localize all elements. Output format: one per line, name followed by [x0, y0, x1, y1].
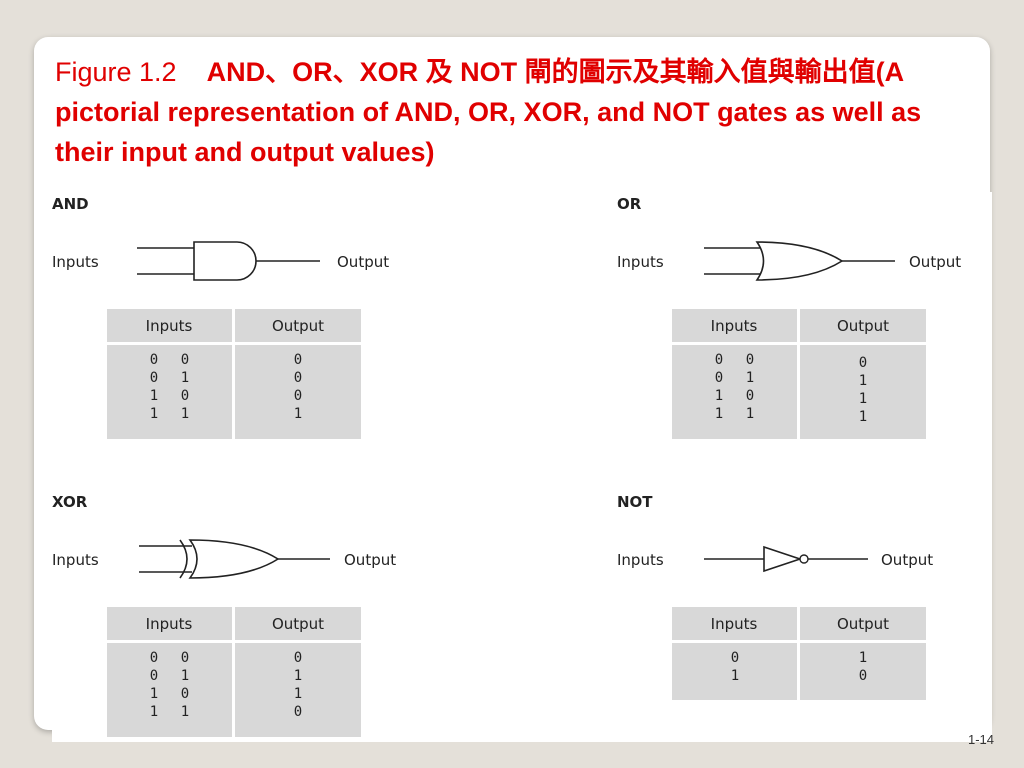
and-gate-symbol [193, 241, 257, 281]
title-chinese: AND、OR、XOR 及 NOT 閘的圖示及其輸入值與輸出值 [206, 57, 876, 87]
and-row3-out: 0 [294, 388, 302, 404]
or-row3-in-a: 1 [715, 388, 723, 404]
and-gate-name: AND [52, 195, 89, 213]
or-row1-in-b: 0 [746, 352, 754, 368]
or-gate-section: OR Inputs Output Inputs Output 0 0 0 0 1… [617, 195, 961, 439]
or-row1-in-a: 0 [715, 352, 723, 368]
and-row2-in-b: 1 [181, 370, 189, 386]
and-row2-in-a: 0 [150, 370, 158, 386]
xor-row2-in-a: 0 [150, 668, 158, 684]
not-inversion-bubble [799, 554, 809, 564]
and-row3-in-a: 1 [150, 388, 158, 404]
or-table-header-output [800, 309, 926, 342]
gate-diagram-svg: AND Inputs Output Inputs Output 0 0 0 0 … [52, 195, 961, 737]
and-row4-in-b: 1 [181, 406, 189, 422]
or-row4-out: 1 [859, 409, 867, 425]
xor-table-inputs-cell [107, 643, 232, 737]
or-gate-name: OR [617, 195, 642, 213]
and-table-rows: 0 0 0 0 1 0 1 0 0 1 1 1 [150, 352, 302, 422]
and-row4-in-a: 1 [150, 406, 158, 422]
xor-table-output-cell [235, 643, 361, 737]
or-row3-in-b: 0 [746, 388, 754, 404]
and-table-inputs-cell [107, 345, 232, 439]
xor-row1-out: 0 [294, 650, 302, 666]
xor-row1-in-b: 0 [181, 650, 189, 666]
or-table-rows: 0 0 0 0 1 1 1 0 1 1 1 1 [715, 352, 867, 425]
and-gate-section: AND Inputs Output Inputs Output 0 0 0 0 … [52, 195, 389, 439]
xor-extra-arc [179, 539, 188, 579]
and-row1-in-a: 0 [150, 352, 158, 368]
and-row1-out: 0 [294, 352, 302, 368]
not-row2-out: 0 [859, 668, 867, 684]
not-gate-name: NOT [617, 493, 653, 511]
or-output-label: Output [909, 253, 961, 271]
and-row1-in-b: 0 [181, 352, 189, 368]
and-row4-out: 1 [294, 406, 302, 422]
not-gate-section: NOT Inputs Output Inputs Output 0 1 1 0 [617, 493, 933, 700]
or-gate-symbol [755, 241, 844, 281]
title-english: (A pictorial representation of AND, OR, … [55, 57, 922, 167]
or-table-header-inputs [672, 309, 797, 342]
or-table-output-heading: Output [837, 317, 889, 335]
or-row3-out: 1 [859, 391, 867, 407]
or-inputs-label: Inputs [617, 253, 664, 271]
not-table-header-output [800, 607, 926, 640]
or-row2-in-b: 1 [746, 370, 754, 386]
title-figure-number: Figure 1.2 [55, 57, 177, 87]
not-output-label: Output [881, 551, 933, 569]
gate-figure: AND Inputs Output Inputs Output 0 0 0 0 … [52, 192, 992, 742]
not-table-inputs-cell [672, 643, 797, 700]
or-table-output-cell [800, 345, 926, 439]
or-row4-in-b: 1 [746, 406, 754, 422]
xor-table-inputs-heading: Inputs [146, 615, 193, 633]
not-table-inputs-heading: Inputs [711, 615, 758, 633]
and-row2-out: 0 [294, 370, 302, 386]
xor-row3-in-b: 0 [181, 686, 189, 702]
page-number: 1-14 [968, 732, 995, 747]
xor-table-header-output [235, 607, 361, 640]
or-row2-in-a: 0 [715, 370, 723, 386]
or-row2-out: 1 [859, 373, 867, 389]
and-table-output-heading: Output [272, 317, 324, 335]
xor-row4-in-b: 1 [181, 704, 189, 720]
or-table-inputs-cell [672, 345, 797, 439]
or-row1-out: 0 [859, 355, 867, 371]
not-gate-symbol [763, 545, 803, 573]
and-table-inputs-heading: Inputs [146, 317, 193, 335]
and-inputs-label: Inputs [52, 253, 99, 271]
xor-table-header-inputs [107, 607, 232, 640]
and-table-header-output [235, 309, 361, 342]
xor-row3-in-a: 1 [150, 686, 158, 702]
or-row4-in-a: 1 [715, 406, 723, 422]
not-table-output-heading: Output [837, 615, 889, 633]
not-row1-out: 1 [859, 650, 867, 666]
xor-row3-out: 1 [294, 686, 302, 702]
not-table-rows: 0 1 1 0 [731, 650, 867, 684]
xor-table-output-heading: Output [272, 615, 324, 633]
or-table-inputs-heading: Inputs [711, 317, 758, 335]
xor-gate-name: XOR [52, 493, 88, 511]
xor-output-label: Output [344, 551, 396, 569]
xor-row2-in-b: 1 [181, 668, 189, 684]
slide-title: Figure 1.2 AND、OR、XOR 及 NOT 閘的圖示及其輸入值與輸出… [55, 52, 985, 172]
and-row3-in-b: 0 [181, 388, 189, 404]
xor-row2-out: 1 [294, 668, 302, 684]
not-row2-in: 1 [731, 668, 739, 684]
not-row1-in: 0 [731, 650, 739, 666]
and-table-header-inputs [107, 309, 232, 342]
xor-table-rows: 0 0 0 0 1 1 1 0 1 1 1 0 [150, 650, 302, 720]
xor-gate-section: XOR Inputs Output Inputs Output 0 0 0 0 … [52, 493, 396, 737]
and-table-output-cell [235, 345, 361, 439]
and-output-label: Output [337, 253, 389, 271]
xor-gate-symbol [188, 539, 280, 579]
xor-row1-in-a: 0 [150, 650, 158, 666]
xor-row4-out: 0 [294, 704, 302, 720]
not-table-output-cell [800, 643, 926, 700]
xor-inputs-label: Inputs [52, 551, 99, 569]
xor-row4-in-a: 1 [150, 704, 158, 720]
not-inputs-label: Inputs [617, 551, 664, 569]
not-table-header-inputs [672, 607, 797, 640]
